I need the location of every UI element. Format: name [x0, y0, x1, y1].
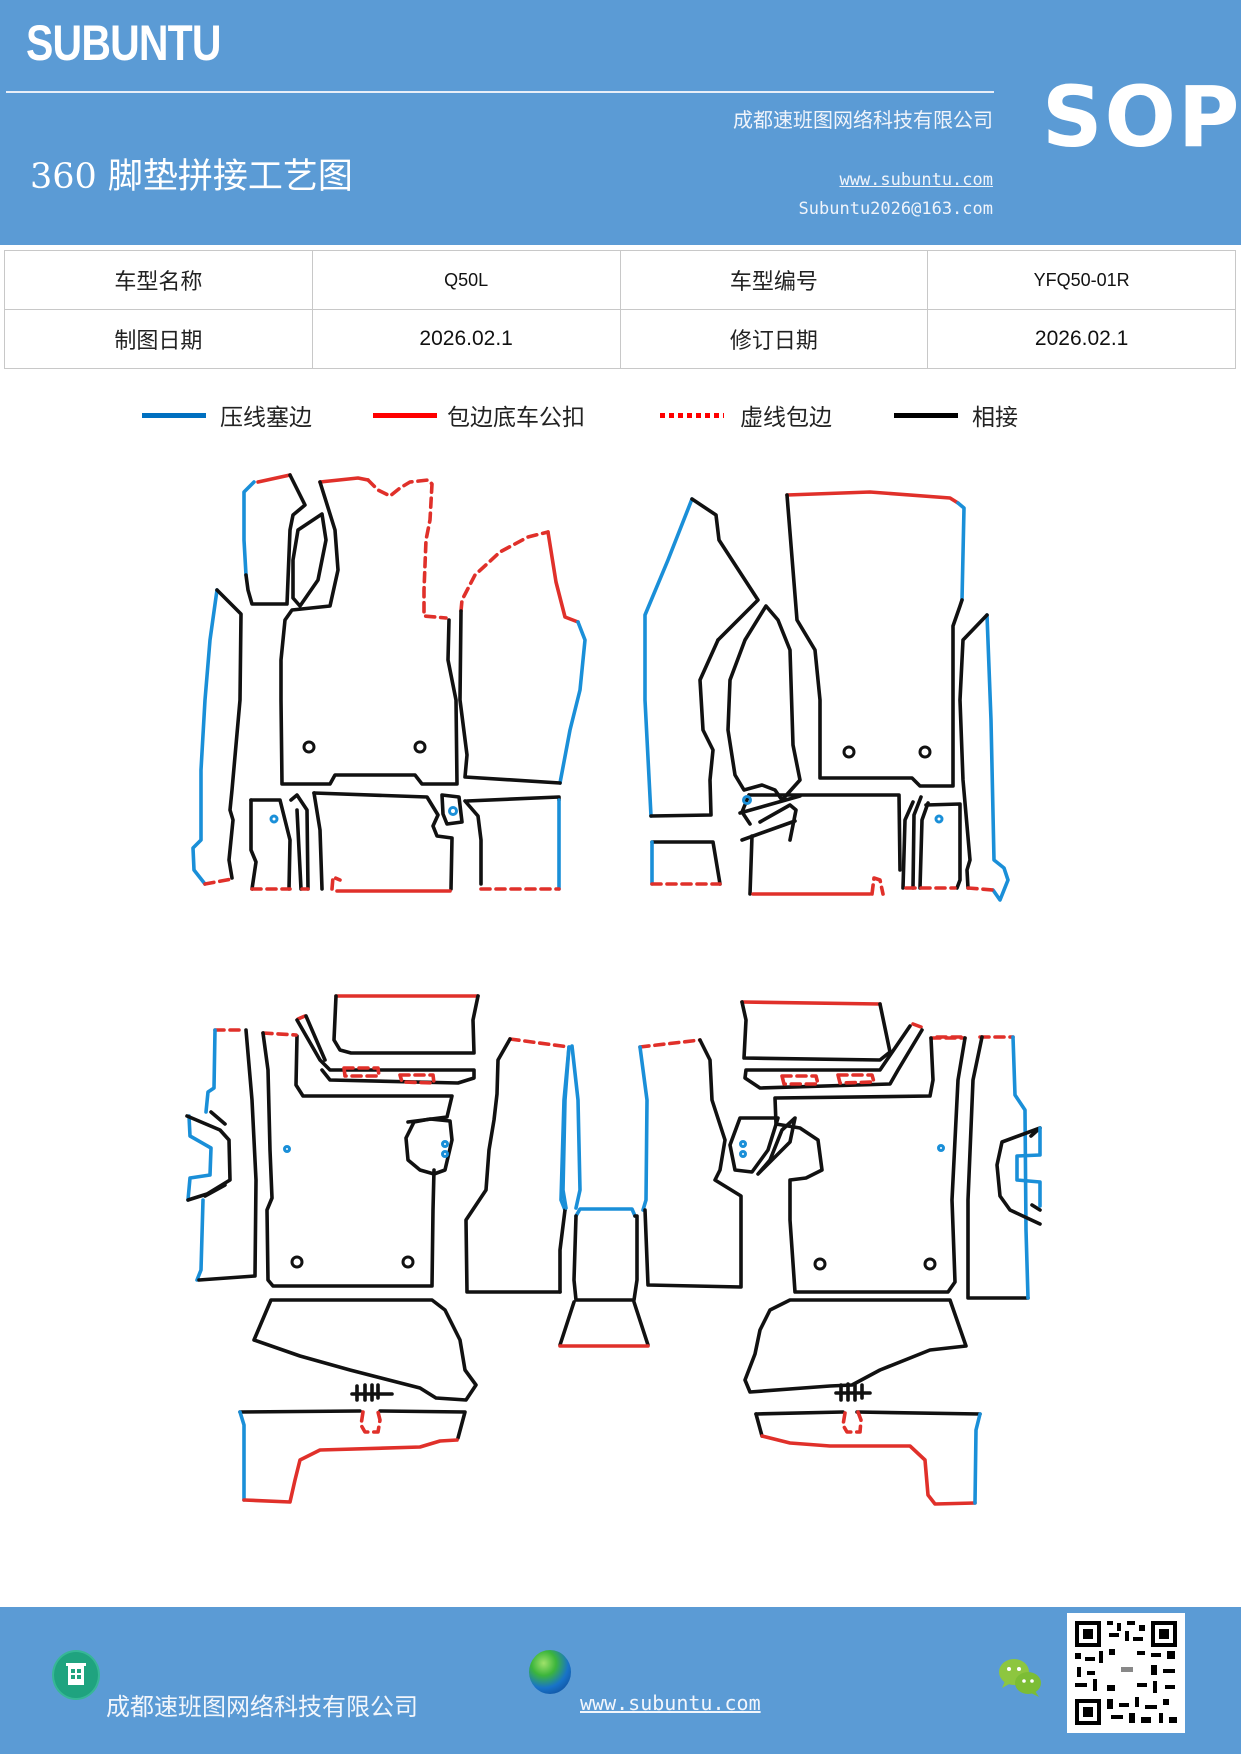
value-model-code: YFQ50-01R [927, 250, 1236, 310]
building-icon [54, 1652, 98, 1698]
header-email[interactable]: Subuntu2026@163.com [798, 199, 993, 219]
red-line-swatch [373, 412, 437, 418]
label-draw-date: 制图日期 [4, 309, 313, 369]
wechat-icon [999, 1659, 1041, 1697]
label-model-code: 车型编号 [619, 250, 929, 310]
header-website-link[interactable]: www.subuntu.com [839, 170, 993, 190]
rear-right-mat-pattern [638, 1000, 1042, 1506]
legend-item-press-line: 压线塞边 [142, 398, 312, 432]
legend-item-edge-wrap: 包边底车公扣 [373, 398, 585, 432]
value-revision-date: 2026.02.1 [927, 309, 1236, 369]
page-title: 360 脚垫拼接工艺图 [30, 157, 353, 197]
header-banner: SUBUNTU 成都速班图网络科技有限公司 360 脚垫拼接工艺图 www.su… [0, 0, 1241, 245]
legend-label: 虚线包边 [740, 405, 832, 431]
table-row: 制图日期 2026.02.1 修订日期 2026.02.1 [4, 309, 1236, 369]
label-revision-date: 修订日期 [619, 309, 929, 369]
table-row: 车型名称 Q50L 车型编号 YFQ50-01R [4, 250, 1236, 310]
front-right-mat-pattern [643, 490, 1010, 902]
header-company-name: 成都速班图网络科技有限公司 [733, 108, 993, 132]
header-divider [6, 91, 994, 93]
black-line-swatch [894, 412, 958, 418]
blue-line-swatch [142, 412, 206, 418]
qr-code[interactable] [1067, 1613, 1185, 1733]
globe-icon [529, 1650, 571, 1694]
label-model-name: 车型名称 [4, 250, 313, 310]
red-dotted-swatch [660, 412, 724, 418]
rear-left-mat-pattern [185, 994, 571, 1504]
legend-item-dashed-edge: 虚线包边 [660, 398, 832, 432]
rear-center-mat-pattern [558, 1044, 650, 1348]
footer-company-name: 成都速班图网络科技有限公司 [106, 1693, 418, 1721]
brand-logo: SUBUNTU [26, 15, 222, 71]
legend-label: 包边底车公扣 [447, 405, 585, 431]
value-model-name: Q50L [311, 250, 621, 310]
value-draw-date: 2026.02.1 [311, 309, 621, 369]
vehicle-info-table: 车型名称 Q50L 车型编号 YFQ50-01R 制图日期 2026.02.1 … [4, 250, 1236, 369]
sop-badge: SOP [1042, 68, 1241, 166]
footer-banner: 成都速班图网络科技有限公司 www.subuntu.com [0, 1607, 1241, 1754]
legend-label: 压线塞边 [220, 405, 312, 431]
legend-label: 相接 [972, 405, 1018, 431]
mat-pattern-diagrams: .k{stroke:#111} .b{stroke:#1a8fd8} .r{st… [185, 473, 1042, 1506]
front-left-mat-pattern [191, 473, 587, 893]
line-legend: 压线塞边 包边底车公扣 虚线包边 相接 [0, 398, 1241, 438]
legend-item-join: 相接 [894, 398, 1018, 432]
footer-website-link[interactable]: www.subuntu.com [580, 1691, 761, 1715]
